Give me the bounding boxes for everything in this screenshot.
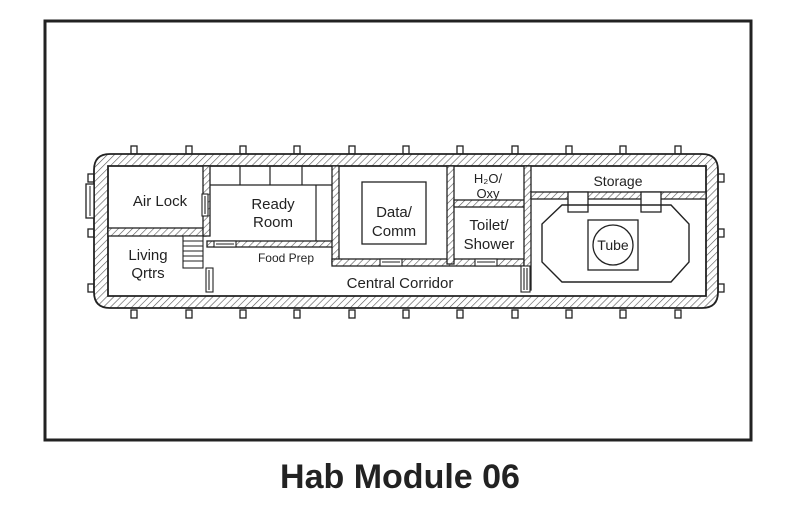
- label-storage: Storage: [593, 173, 642, 189]
- label-ready-room-2: Room: [253, 214, 293, 231]
- ready-room-furniture: [210, 166, 332, 241]
- label-living-1: Living: [128, 247, 167, 264]
- label-h2o: H₂O/: [474, 171, 503, 186]
- clamp-left: [567, 191, 589, 213]
- label-data-comm-2: Comm: [372, 223, 416, 240]
- tube-housing: [587, 219, 639, 271]
- tube-chamber: [541, 204, 690, 283]
- clamp-right: [640, 191, 662, 213]
- label-shower: Shower: [464, 236, 515, 253]
- label-oxy: Oxy: [476, 186, 500, 201]
- label-food-prep: Food Prep: [258, 251, 314, 265]
- data-console: [361, 181, 427, 245]
- label-ready-room-1: Ready: [251, 196, 295, 213]
- drawing-frame: [43, 19, 753, 442]
- label-air-lock: Air Lock: [133, 193, 188, 210]
- hull-wall: [93, 153, 719, 309]
- label-tube: Tube: [597, 237, 629, 253]
- label-central-corridor: Central Corridor: [347, 275, 454, 292]
- label-living-2: Qrtrs: [131, 265, 164, 282]
- stairs: [182, 235, 204, 269]
- diagram-caption: Hab Module 06: [280, 458, 520, 496]
- tube-circle: [592, 224, 634, 266]
- doors: [201, 193, 531, 293]
- label-data-comm-1: Data/: [376, 204, 413, 221]
- label-toilet: Toilet/: [469, 217, 509, 234]
